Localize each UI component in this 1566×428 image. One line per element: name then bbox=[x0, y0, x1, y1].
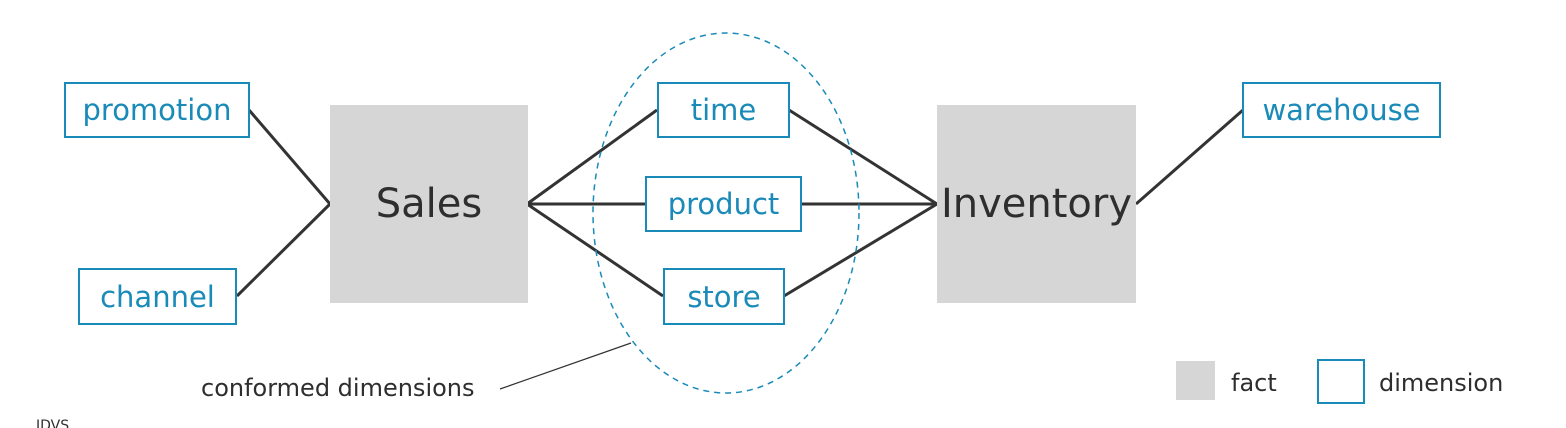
dimension-store-label: store bbox=[687, 279, 761, 314]
edge-sales-store bbox=[526, 202, 664, 298]
dimension-channel: channel bbox=[78, 268, 237, 325]
fact-sales-label: Sales bbox=[375, 181, 483, 227]
legend-dimension-label: dimension bbox=[1379, 369, 1504, 397]
conformed-dimensions-label: conformed dimensions bbox=[201, 374, 475, 402]
dimension-product-label: product bbox=[667, 187, 780, 221]
annotation-pointer-line bbox=[499, 342, 632, 390]
dimension-warehouse-label: warehouse bbox=[1262, 93, 1421, 127]
dimension-promotion: promotion bbox=[64, 82, 250, 138]
dimension-time: time bbox=[657, 82, 790, 138]
dimension-store: store bbox=[663, 268, 785, 325]
footer-fragment: IDVS bbox=[36, 418, 70, 428]
legend-fact-swatch bbox=[1176, 361, 1215, 400]
edge-sales-time bbox=[526, 108, 658, 206]
dimension-promotion-label: promotion bbox=[82, 93, 232, 127]
edge-store-inventory bbox=[783, 202, 938, 298]
edge-time-inventory bbox=[788, 108, 938, 206]
edge-promotion-sales bbox=[247, 109, 332, 205]
dimension-time-label: time bbox=[690, 93, 757, 127]
edge-channel-sales bbox=[235, 202, 332, 298]
legend-fact-label: fact bbox=[1231, 369, 1277, 397]
dimension-product: product bbox=[645, 176, 802, 232]
conformed-dimensions-ellipse bbox=[592, 32, 860, 394]
fact-sales: Sales bbox=[330, 105, 528, 303]
dimension-warehouse: warehouse bbox=[1242, 82, 1441, 138]
fact-inventory-label: Inventory bbox=[940, 181, 1133, 227]
fact-inventory: Inventory bbox=[937, 105, 1136, 303]
legend-dimension-swatch bbox=[1317, 359, 1365, 404]
dimension-channel-label: channel bbox=[100, 279, 215, 314]
edge-inventory-warehouse bbox=[1135, 108, 1244, 206]
